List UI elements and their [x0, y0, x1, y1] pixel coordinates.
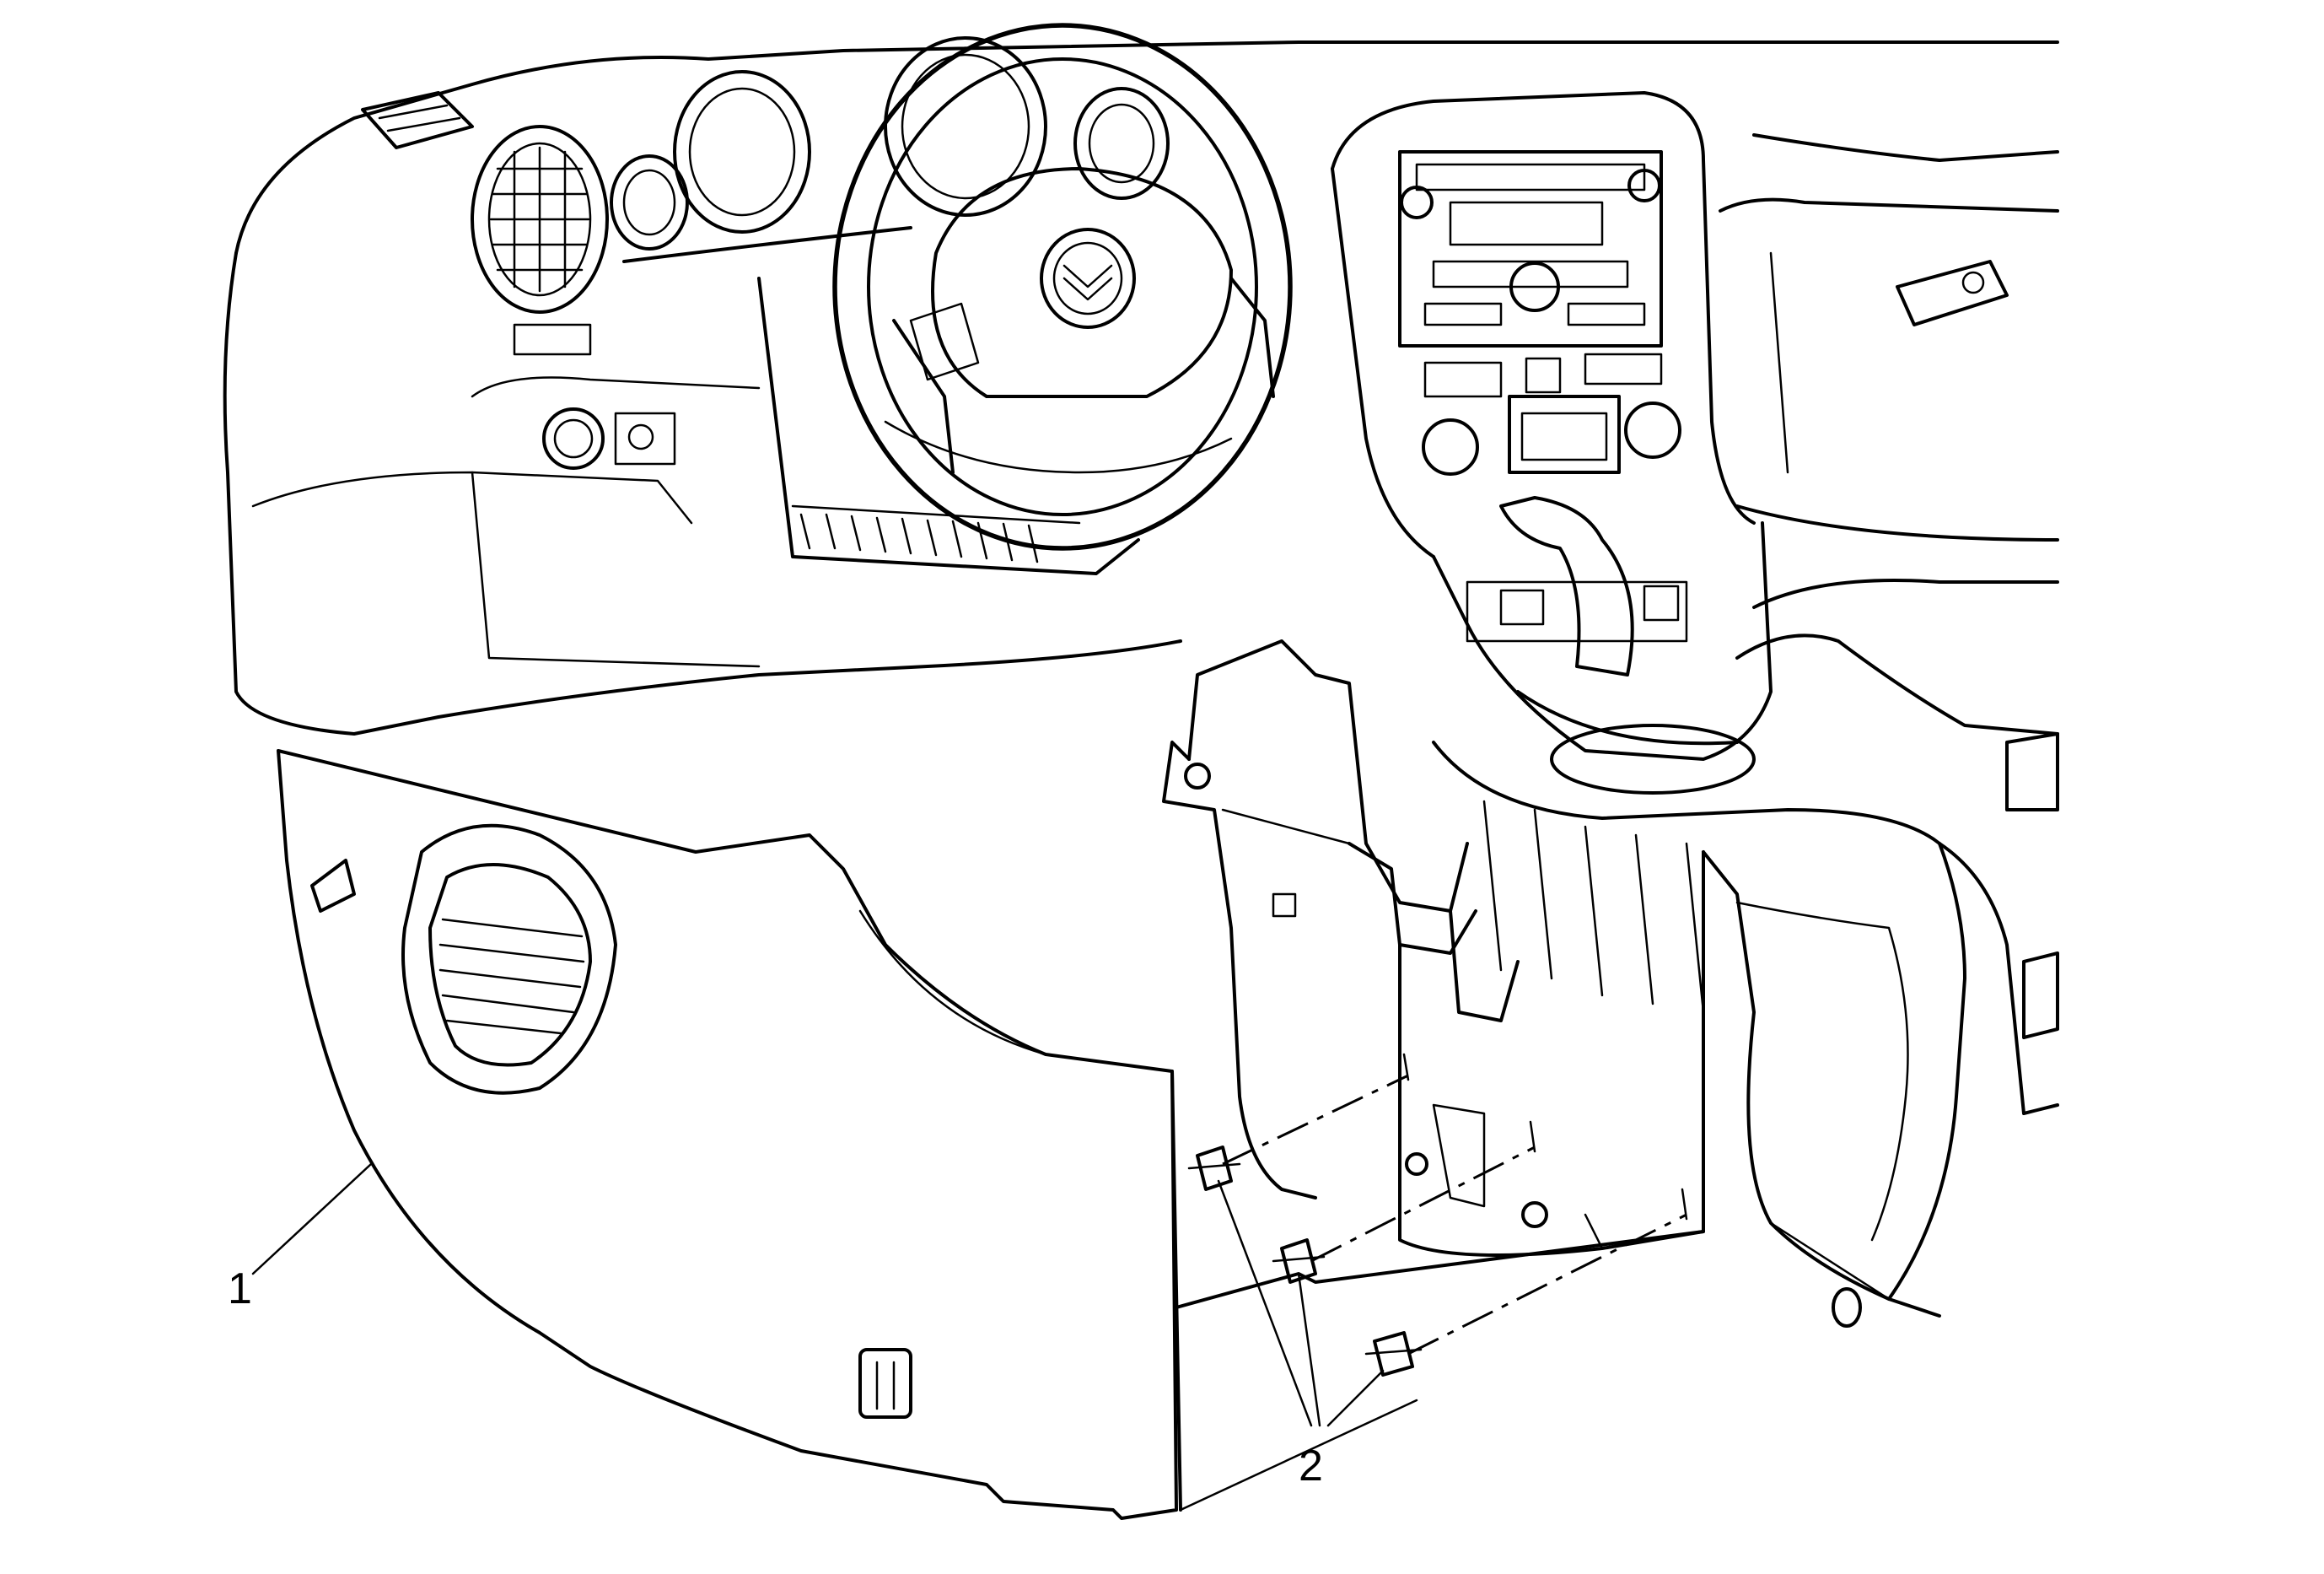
buick-emblem-icon — [1040, 228, 1136, 329]
leader-line-1 — [251, 1162, 373, 1275]
console-side-panel — [1702, 842, 1966, 1328]
retainer-clip-3 — [1364, 1331, 1423, 1377]
glovebox-latch-icon — [1896, 260, 2009, 326]
bolster-slot — [858, 1348, 912, 1419]
instrument-cluster — [610, 36, 1170, 263]
bolster-vent — [401, 823, 617, 1095]
instrument-panel-upper — [223, 40, 2059, 736]
leader-line-2b — [1297, 1272, 1321, 1427]
retainer-clip-1 — [1187, 1145, 1241, 1191]
leader-line-2a — [1217, 1179, 1313, 1427]
leader-lines — [251, 1162, 1385, 1427]
radio-unit — [1398, 150, 1663, 348]
passenger-dash — [1719, 133, 2059, 1115]
hvac-controls — [1422, 353, 1681, 476]
callout-2-label: 2 — [1299, 1442, 1323, 1490]
knee-bolster-panel — [277, 749, 1182, 1520]
callout-1-label: 1 — [228, 1264, 252, 1313]
center-stack — [1331, 91, 1756, 558]
shifter-console — [1432, 496, 1941, 845]
leader-line-2c — [1326, 1369, 1385, 1427]
alignment-lines — [1175, 1053, 1688, 1512]
steering-wheel — [832, 23, 1293, 551]
headlamp-switch — [542, 407, 676, 470]
left-air-vent — [471, 125, 609, 356]
steering-column-opening — [757, 277, 1140, 575]
console-bracket — [1162, 639, 1705, 1257]
